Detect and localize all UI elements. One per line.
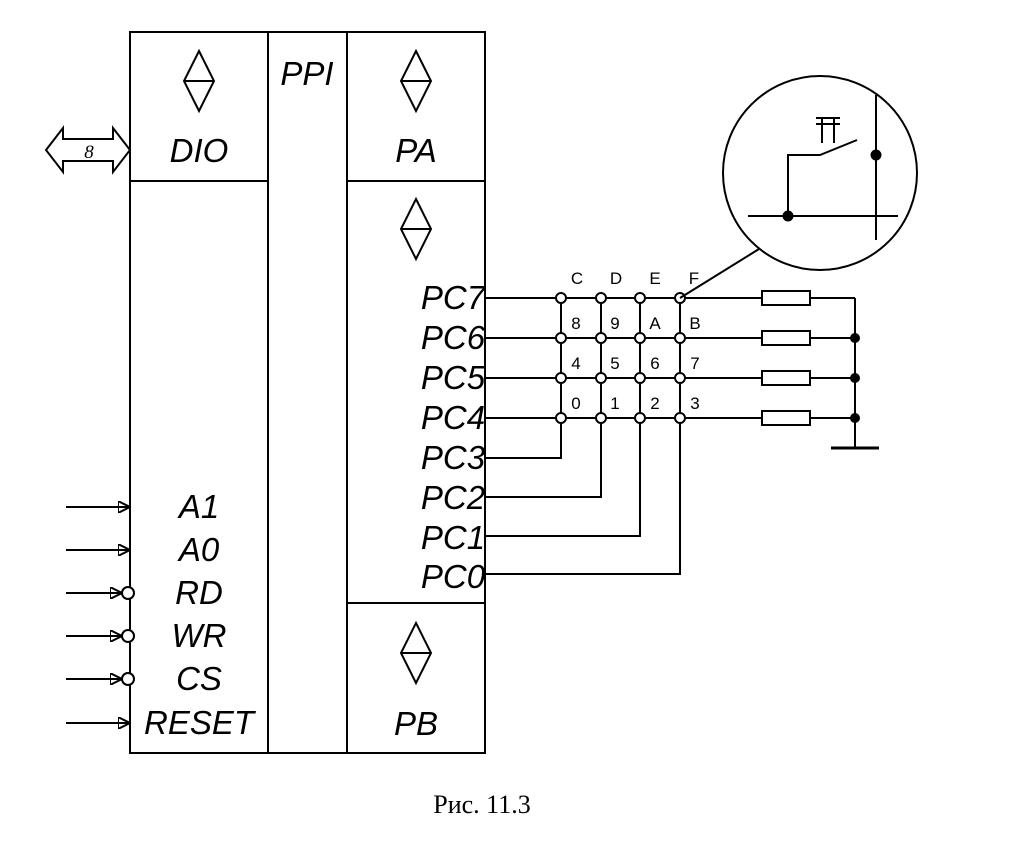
key-label-1: 1 (610, 394, 619, 413)
key-node (595, 292, 607, 304)
key-label-a: A (649, 314, 661, 333)
key-node (555, 372, 567, 384)
key-nodes (555, 292, 686, 424)
key-label-9: 9 (610, 314, 619, 333)
pin-label-pc2: PC2 (421, 479, 485, 516)
junction-dot (850, 333, 860, 343)
key-detail-circle (722, 75, 918, 271)
key-label-d: D (610, 269, 622, 288)
junction-dot (850, 413, 860, 423)
wr-inversion-bubble (121, 629, 135, 643)
pin-label-pc3: PC3 (421, 439, 486, 476)
pin-label-pc1: PC1 (421, 519, 485, 556)
junction-dot (850, 373, 860, 383)
key-node (555, 412, 567, 424)
control-label-wr: WR (172, 617, 227, 654)
resistor (761, 290, 811, 306)
keypad-columns (485, 298, 681, 575)
control-labels: A1 A0 RD WR CS RESET (144, 488, 257, 741)
chip-outline (129, 31, 486, 754)
key-column-labels: C D E F (571, 269, 699, 288)
key-label-0: 0 (571, 394, 580, 413)
key-label-e: E (649, 269, 660, 288)
key-node (634, 332, 646, 344)
switch-node-dot (870, 149, 882, 161)
pin-label-pc6: PC6 (421, 319, 486, 356)
key-label-5: 5 (610, 354, 619, 373)
column-wire-pc0 (485, 298, 681, 575)
key-label-f: F (689, 269, 699, 288)
key-labels: 8 9 A B 4 5 6 7 0 1 2 3 (571, 314, 700, 413)
key-node (674, 372, 686, 384)
resistor (761, 410, 811, 426)
key-node (595, 372, 607, 384)
pc-direction-icon (399, 196, 433, 262)
rd-inversion-bubble (121, 586, 135, 600)
dio-direction-icon (182, 48, 216, 114)
key-node (634, 292, 646, 304)
control-label-cs: CS (176, 660, 222, 697)
dio-label: DIO (170, 132, 229, 169)
push-button-icon (816, 117, 840, 143)
key-label-8: 8 (571, 314, 580, 333)
ppi-chip (129, 31, 486, 754)
pin-label-pc7: PC7 (421, 279, 487, 316)
key-node (634, 412, 646, 424)
key-label-7: 7 (690, 354, 699, 373)
pin-label-pc4: PC4 (421, 399, 485, 436)
pin-label-pc0: PC0 (421, 558, 486, 595)
key-node (634, 372, 646, 384)
switch-contact (787, 139, 858, 216)
key-label-3: 3 (690, 394, 699, 413)
column-wire-pc2 (485, 298, 602, 498)
key-node (555, 292, 567, 304)
pin-label-pc5: PC5 (421, 359, 486, 396)
control-label-reset: RESET (144, 704, 257, 741)
pb-label: PB (394, 705, 438, 742)
figure-caption: Рис. 11.3 (433, 790, 530, 819)
key-label-4: 4 (571, 354, 580, 373)
column-wire-pc3 (485, 298, 562, 459)
key-node (595, 412, 607, 424)
key-node (674, 412, 686, 424)
resistor (761, 370, 811, 386)
cs-inversion-bubble (121, 672, 135, 686)
callout-leader (679, 248, 760, 299)
center-title: PPI (280, 55, 333, 92)
keypad-rows (485, 297, 762, 419)
key-label-2: 2 (650, 394, 659, 413)
pa-direction-icon (399, 48, 433, 114)
port-c-labels: PC7 PC6 PC5 PC4 PC3 PC2 PC1 PC0 (421, 279, 487, 595)
resistor (761, 330, 811, 346)
bus-width-label: 8 (84, 142, 94, 163)
control-label-a0: A0 (177, 531, 220, 568)
key-label-6: 6 (650, 354, 659, 373)
data-bus-arrow: 8 (44, 125, 132, 175)
pull-resistors (761, 290, 879, 450)
control-input-arrows (66, 507, 135, 723)
key-node (595, 332, 607, 344)
pa-label: PA (395, 132, 437, 169)
key-detail-callout (679, 75, 918, 299)
key-label-c: C (571, 269, 583, 288)
switch-node-dot (782, 210, 794, 222)
key-label-b: B (689, 314, 700, 333)
pb-direction-icon (399, 620, 433, 686)
key-node (674, 332, 686, 344)
control-label-rd: RD (175, 574, 223, 611)
control-label-a1: A1 (177, 488, 219, 525)
key-node (555, 332, 567, 344)
